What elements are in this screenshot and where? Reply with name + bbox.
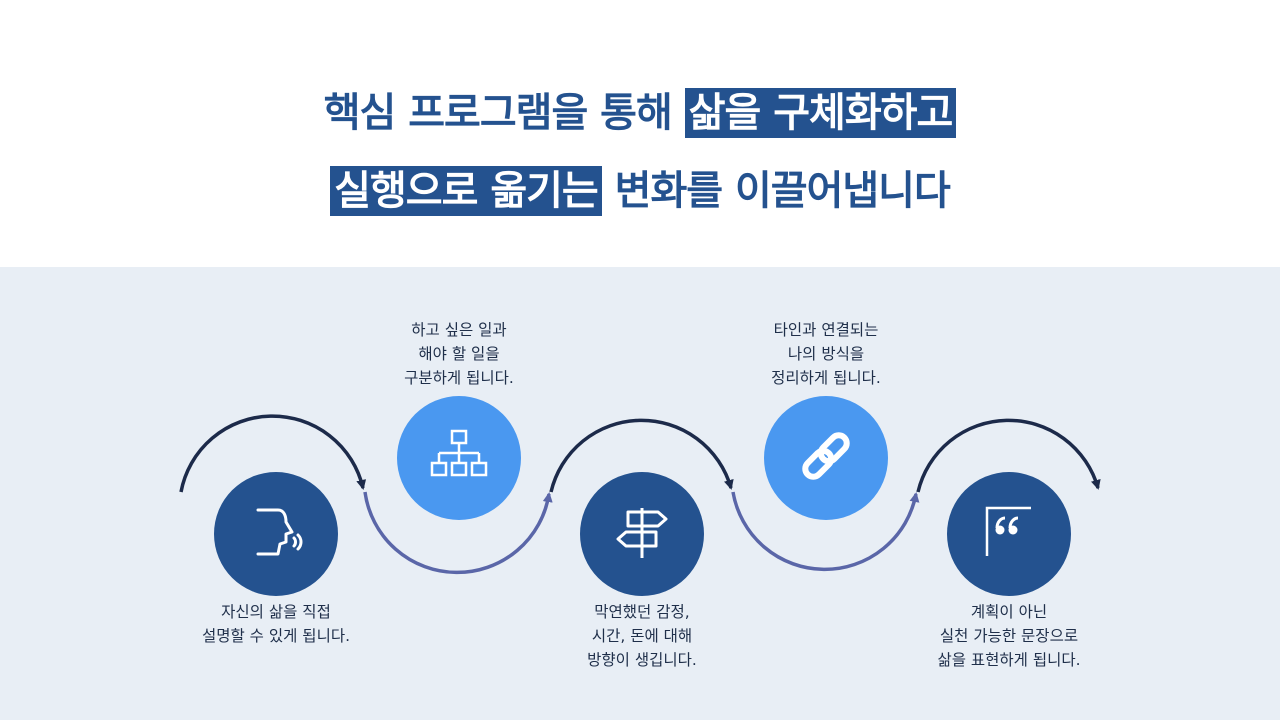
headline-line-2-highlight: 실행으로 옮기는 (330, 166, 602, 216)
arc-arrow-3 (549, 418, 734, 493)
step-5-line-1: 계획이 아닌 (970, 603, 1048, 621)
headline-line-1: 핵심 프로그램을 통해 삶을 구체화하고 (0, 80, 1280, 138)
step-4-line-1: 타인과 연결되는 (773, 321, 879, 339)
step-4-line-2: 나의 방식을 (787, 345, 865, 363)
step-5-line-3: 삶을 표현하게 됩니다. (937, 651, 1081, 669)
arc-arrow-2 (363, 491, 553, 575)
step-2-caption: 하고 싶은 일과 해야 할 일을 구분하게 됩니다. (339, 318, 579, 390)
step-2-line-3: 구분하게 됩니다. (404, 369, 514, 387)
headline-line-2: 실행으로 옮기는 변화를 이끌어냅니다 (0, 158, 1280, 216)
step-4-node (764, 396, 888, 520)
flow-arcs (179, 414, 1101, 575)
arc-arrow-1 (179, 414, 367, 493)
speaking-person-icon (244, 500, 308, 568)
headline-line-1-highlight: 삶을 구체화하고 (684, 88, 957, 138)
step-3-node (580, 472, 704, 596)
link-icon (794, 424, 858, 492)
signpost-icon (610, 500, 674, 568)
step-5-node (947, 472, 1071, 596)
hierarchy-icon (427, 424, 491, 492)
step-3-line-2: 시간, 돈에 대해 (591, 627, 693, 645)
step-2-line-2: 해야 할 일을 (418, 345, 500, 363)
step-1-node (214, 472, 338, 596)
arc-arrow-4 (731, 491, 920, 572)
step-3-line-3: 방향이 생깁니다. (587, 651, 697, 669)
step-5-caption: 계획이 아닌 실천 가능한 문장으로 삶을 표현하게 됩니다. (889, 600, 1129, 672)
headline-line-2-plain: 변화를 이끌어냅니다 (601, 168, 951, 214)
step-3-caption: 막연했던 감정, 시간, 돈에 대해 방향이 생깁니다. (522, 600, 762, 672)
quote-icon (977, 500, 1041, 568)
step-1-caption: 자신의 삶을 직접 설명할 수 있게 됩니다. (156, 600, 396, 648)
step-2-node (397, 396, 521, 520)
arc-arrow-5 (916, 418, 1101, 493)
step-4-caption: 타인과 연결되는 나의 방식을 정리하게 됩니다. (706, 318, 946, 390)
step-4-line-3: 정리하게 됩니다. (771, 369, 881, 387)
step-2-line-1: 하고 싶은 일과 (411, 321, 507, 339)
step-3-line-1: 막연했던 감정, (594, 603, 690, 621)
header-section (0, 0, 1280, 267)
headline-line-1-plain: 핵심 프로그램을 통해 (323, 90, 685, 136)
step-5-line-2: 실천 가능한 문장으로 (939, 627, 1079, 645)
step-1-line-1: 자신의 삶을 직접 (221, 603, 331, 621)
step-1-line-2: 설명할 수 있게 됩니다. (201, 627, 351, 645)
